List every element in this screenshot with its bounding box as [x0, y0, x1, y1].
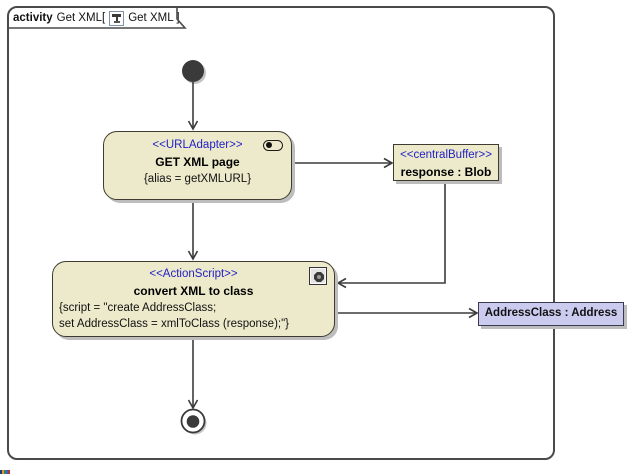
stereotype-label: <<ActionScript>>	[149, 268, 238, 280]
initial-node[interactable]	[182, 60, 204, 82]
script-constraint-line-2: set AddressClass = xmlToClass (response)…	[59, 318, 290, 330]
stereotype-label: <<centralBuffer>>	[400, 149, 492, 161]
buffer-name: response : Blob	[400, 165, 492, 179]
action-name: GET XML page	[155, 155, 240, 169]
edge-response-to-convert[interactable]	[336, 182, 446, 289]
stadium-dot-icon	[263, 140, 283, 151]
alias-constraint: {alias = getXMLURL}	[143, 173, 252, 185]
gear-icon	[309, 267, 327, 285]
edge-geturl-to-convert[interactable]	[187, 201, 199, 261]
frame-tab-outline	[8, 7, 187, 29]
object-node-addressclass[interactable]: AddressClass : Address	[478, 302, 624, 326]
frame-content-name: Get XML ]	[128, 12, 180, 24]
edge-geturl-to-response[interactable]	[293, 157, 394, 169]
frame-name: Get XML[	[56, 12, 106, 24]
frame-keyword: activity	[13, 12, 53, 24]
frame-tab-label: activity Get XML[ Get XML ]	[13, 10, 182, 26]
final-node-core	[186, 415, 200, 428]
edge-initial-to-geturl[interactable]	[187, 82, 199, 131]
action-node-get-xml-page[interactable]: <<URLAdapter>> GET XML page {alias = get…	[103, 131, 292, 200]
activity-frame[interactable]	[7, 6, 555, 460]
activity-diagram-icon	[109, 10, 125, 26]
action-node-convert-xml-to-class[interactable]: <<ActionScript>> convert XML to class {s…	[52, 261, 335, 337]
action-name: convert XML to class	[133, 284, 254, 298]
script-constraint-line-1: {script = "create AddressClass;	[59, 302, 217, 314]
object-name: AddressClass : Address	[484, 307, 618, 319]
edge-convert-to-final[interactable]	[187, 338, 199, 410]
cropped-logo-fragment	[0, 470, 10, 474]
stereotype-label: <<URLAdapter>>	[152, 139, 243, 151]
central-buffer-node-response[interactable]: <<centralBuffer>> response : Blob	[393, 144, 499, 181]
edge-convert-to-addressclass[interactable]	[336, 307, 479, 319]
